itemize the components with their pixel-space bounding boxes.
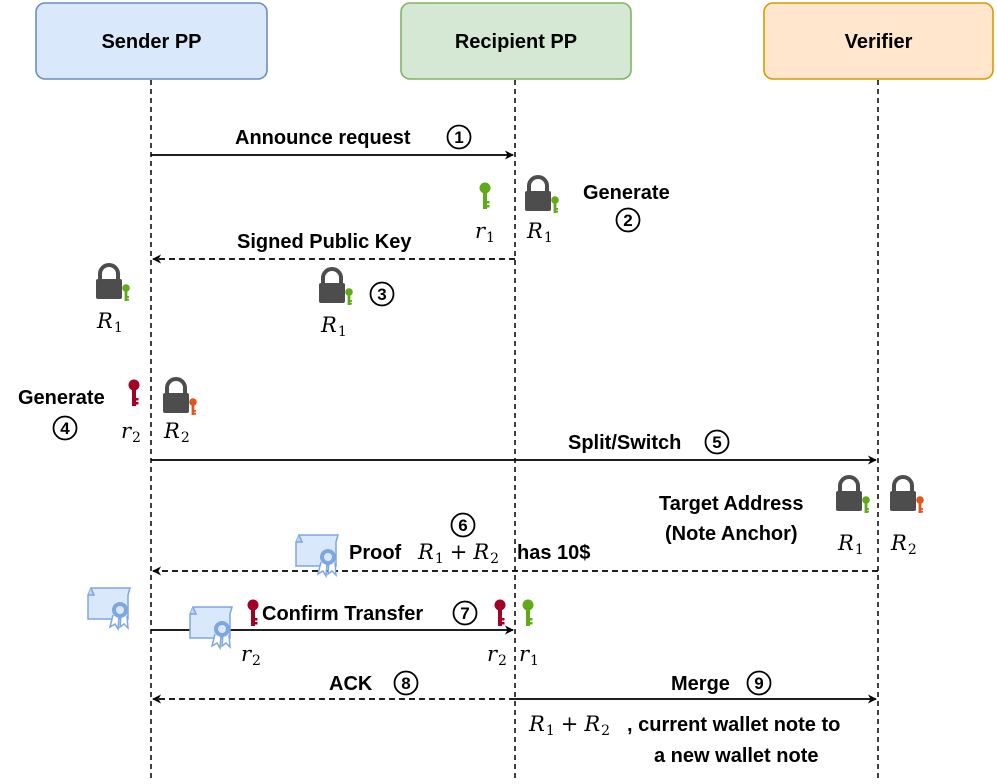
- symbol-R2-sender: R2: [163, 419, 190, 446]
- note-anchor-label: (Note Anchor): [665, 523, 798, 545]
- step-1-badge: 1: [446, 124, 472, 150]
- step-6-badge: 6: [450, 512, 476, 538]
- step-5-badge: 5: [704, 429, 730, 455]
- lock-r1-verifier-icon: [834, 475, 870, 513]
- symbol-R2-verifier: R2: [890, 531, 917, 558]
- participant-verifier-box: [763, 2, 994, 80]
- participant-verifier-label: Verifier: [845, 31, 913, 53]
- symbol-r2-sender: r2: [121, 419, 141, 446]
- message-merge-label: Merge: [671, 673, 730, 695]
- certificate-sender-icon: [87, 587, 131, 630]
- message-proof-suffix: has 10$: [517, 542, 590, 564]
- symbol-R1-sender: R1: [96, 309, 123, 336]
- generate-label-sender: Generate: [18, 387, 105, 409]
- merge-note-line1: , current wallet note to: [627, 714, 840, 736]
- step-7-badge: 7: [452, 600, 478, 626]
- participant-recipient-box: [400, 2, 632, 80]
- lock-r2-verifier-icon: [888, 475, 924, 513]
- step-8-badge: 8: [393, 670, 419, 696]
- symbol-R1-recipient: R1: [526, 219, 553, 246]
- symbol-R1-verifier: R1: [837, 531, 864, 558]
- merge-note-line2: a new wallet note: [654, 745, 818, 767]
- step-3-badge: 3: [369, 281, 395, 307]
- message-split-switch-label: Split/Switch: [568, 432, 681, 454]
- participant-recipient-label: Recipient PP: [455, 31, 577, 53]
- message-proof-label: Proof: [349, 542, 402, 564]
- certificate-proof-icon: [295, 534, 339, 577]
- participant-sender: Sender PP: [35, 2, 268, 80]
- symbol-r2-recipient: r2: [487, 642, 507, 669]
- svg-text:8: 8: [401, 674, 410, 693]
- lock-r1-recipient-icon: [523, 175, 559, 213]
- key-r2-red-icon: [128, 379, 140, 406]
- symbol-r2-confirm: r2: [241, 642, 261, 669]
- key-r2-confirm-icon: [247, 599, 259, 626]
- svg-text:4: 4: [60, 419, 70, 438]
- participant-verifier: Verifier: [763, 2, 994, 80]
- participant-recipient: Recipient PP: [400, 2, 632, 80]
- participant-sender-box: [35, 2, 268, 80]
- certificate-confirm-icon: [189, 606, 233, 649]
- svg-text:3: 3: [377, 285, 386, 304]
- svg-text:7: 7: [460, 604, 469, 623]
- lock-r1-message-icon: [317, 267, 353, 305]
- participant-sender-label: Sender PP: [101, 31, 201, 53]
- lock-r1-sender-icon: [94, 263, 130, 301]
- key-r1-recipient-icon: [522, 599, 534, 626]
- step-9-badge: 9: [746, 670, 772, 696]
- message-signed-public-key-label: Signed Public Key: [237, 231, 412, 253]
- key-r2-recipient-icon: [494, 599, 506, 626]
- symbol-r1-recipient-confirm: r1: [519, 642, 539, 669]
- message-announce-label: Announce request: [235, 127, 411, 149]
- svg-text:1: 1: [454, 128, 463, 147]
- target-address-label: Target Address: [659, 493, 803, 515]
- symbol-R1-message: R1: [320, 313, 347, 340]
- step-2-badge: 2: [615, 207, 641, 233]
- svg-text:6: 6: [458, 516, 467, 535]
- symbol-r1-recipient: r1: [475, 219, 495, 246]
- message-ack-label: ACK: [329, 673, 373, 695]
- proof-expression: R1+R2: [417, 540, 499, 567]
- key-r1-green-icon: [479, 182, 491, 209]
- svg-text:9: 9: [754, 674, 763, 693]
- svg-text:5: 5: [712, 433, 721, 452]
- lock-r2-sender-icon: [161, 377, 197, 415]
- step-4-badge: 4: [52, 415, 78, 441]
- svg-text:2: 2: [623, 211, 632, 230]
- merge-expression: R1+R2: [528, 712, 610, 739]
- generate-label-recipient: Generate: [583, 182, 670, 204]
- message-confirm-transfer-label: Confirm Transfer: [262, 603, 423, 625]
